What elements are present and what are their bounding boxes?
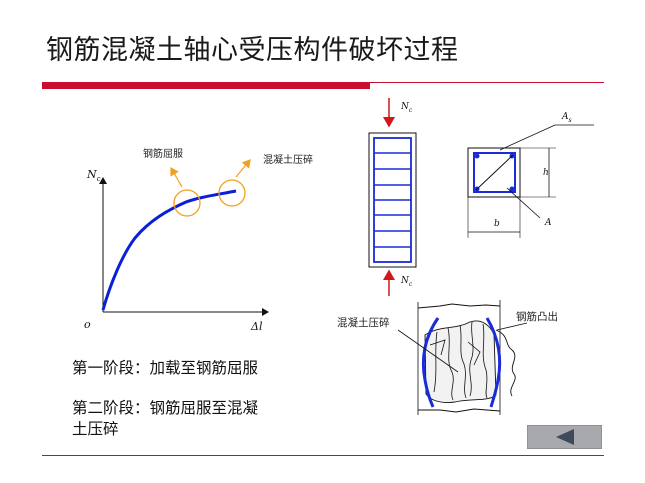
cross-section: As h b A [467,112,594,238]
width-label: b [494,219,500,229]
concrete-cracks [429,321,488,401]
area-leader [506,187,541,219]
yield-callout-label: 钢筋屈服 [143,147,183,160]
failure-sketch: 混凝土压碎 钢筋凸出 [337,300,558,415]
top-load-label: Nc [400,102,413,114]
rebar-wave-right [495,329,516,397]
crush-point-marker [218,179,246,207]
section-hatch [475,154,514,191]
column-top-edge [417,303,501,309]
stirrups [374,152,411,248]
crush-callout-arrow [235,159,251,178]
title-accent-bar [42,82,370,89]
column-bottom-edge [418,408,501,413]
yield-point-marker [173,189,201,217]
back-button[interactable] [527,425,602,449]
column-elevation: Nc Nc [368,98,417,296]
stage-2-text-line1: 第二阶段：钢筋屈服至混凝 [72,399,259,417]
right-buckled-rebar [485,317,502,408]
height-label: h [543,168,549,178]
stage-2-text-line2: 土压碎 [72,420,119,438]
steel-leader [499,124,556,151]
area-label: A [544,218,552,228]
crush-label-leader [397,329,459,373]
left-buckled-rebar [421,317,440,408]
x-axis-label: Δl [250,320,263,333]
concrete-crush-label: 混凝土压碎 [337,316,390,329]
section-stirrup [473,152,516,193]
y-axis-label: Nc [86,168,101,183]
rebar-bulge-label: 钢筋凸出 [516,310,558,323]
crush-callout-label: 混凝土压碎 [263,153,313,166]
origin-label: o [84,318,91,331]
footer-divider [42,455,604,456]
rebar-label-leader [496,322,528,331]
load-deformation-graph: Nc Δl o 钢筋屈服 混凝土压碎 [84,147,313,333]
stage-1-text: 第一阶段：加载至钢筋屈服 [72,359,259,377]
bottom-load-label: Nc [400,276,413,288]
yield-callout-arrow [170,166,183,188]
load-curve [101,189,237,311]
slide-title: 钢筋混凝土轴心受压构件破坏过程 [46,35,459,66]
triangle-left-icon [555,429,574,445]
steel-area-label: As [561,112,572,124]
